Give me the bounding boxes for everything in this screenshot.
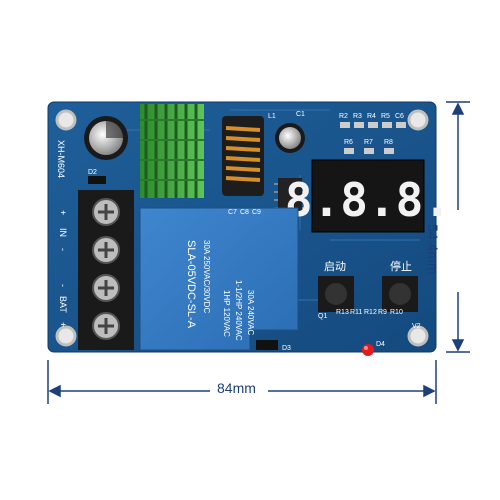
display-digits: 8.8.8. xyxy=(285,173,451,227)
status-led xyxy=(362,344,374,356)
label-r13: R13 xyxy=(336,309,349,316)
label-d2: D2 xyxy=(88,169,97,176)
diode-d2 xyxy=(88,176,106,184)
silkscreen-labels: R2 R3 R4 R5 C6 R6 R7 R8 L1 C1 D2 C7 C8 C… xyxy=(88,111,421,352)
label-c1: C1 xyxy=(296,111,305,118)
term-bat-minus: - xyxy=(58,284,68,287)
label-c9: C9 xyxy=(252,209,261,216)
label-r2: R2 xyxy=(339,113,348,120)
relay-text: SLA-05VDC-SL-A 30A 250VAC/30VDC 1HP 120V… xyxy=(185,240,255,341)
mounting-holes xyxy=(55,109,429,347)
label-r11: R11 xyxy=(350,309,362,316)
label-d4: D4 xyxy=(376,341,385,348)
terminal-labels: + IN - - BAT + xyxy=(58,210,68,327)
term-bat-plus: + xyxy=(58,322,68,327)
label-r6: R6 xyxy=(344,139,353,146)
term-in-label: IN xyxy=(58,228,68,237)
stop-label: 停止 xyxy=(390,259,412,273)
terminal-block xyxy=(78,190,134,350)
label-c7: C7 xyxy=(228,209,237,216)
start-label: 启动 xyxy=(324,260,346,273)
term-in-minus: - xyxy=(58,248,68,251)
label-r7: R7 xyxy=(364,139,373,146)
seven-segment-display: 8.8.8. xyxy=(285,159,451,233)
label-r9: R9 xyxy=(378,309,387,316)
capacitor-small xyxy=(275,123,305,153)
label-r10: R10 xyxy=(390,309,403,316)
height-dimension: 54.4mm xyxy=(425,224,441,275)
relay-line3: 1HP 120VAC xyxy=(222,290,231,337)
width-dimension: 84mm xyxy=(217,380,256,396)
term-bat-label: BAT xyxy=(58,296,68,313)
push-buttons xyxy=(318,276,418,312)
relay-line2: 30A 250VAC/30VDC xyxy=(202,240,211,313)
relay-line5: 30A 240VAC xyxy=(246,290,255,335)
term-in-plus: + xyxy=(58,210,68,215)
label-q1: Q1 xyxy=(318,313,327,320)
label-r5: R5 xyxy=(381,113,390,120)
heatsink xyxy=(140,104,204,198)
label-v2: V2 xyxy=(412,323,421,330)
relay xyxy=(139,207,299,351)
label-r12: R12 xyxy=(364,309,377,316)
label-c8: C8 xyxy=(240,209,249,216)
inductor-coil xyxy=(222,116,264,196)
capacitor-large xyxy=(84,116,128,160)
label-l1: L1 xyxy=(268,113,276,120)
smd-components xyxy=(340,122,406,154)
label-r8: R8 xyxy=(384,139,393,146)
relay-line1: SLA-05VDC-SL-A xyxy=(185,240,197,329)
relay-line4: 1-1/2HP 240VAC xyxy=(234,280,243,341)
diode-d3 xyxy=(256,340,278,350)
label-c6: C6 xyxy=(395,113,404,120)
label-r4: R4 xyxy=(367,113,376,120)
dimension-lines xyxy=(47,101,470,404)
model-label: XH-M604 xyxy=(56,140,66,178)
button-labels: 启动 停止 xyxy=(324,259,412,273)
label-r3: R3 xyxy=(353,113,362,120)
label-d3: D3 xyxy=(282,345,291,352)
